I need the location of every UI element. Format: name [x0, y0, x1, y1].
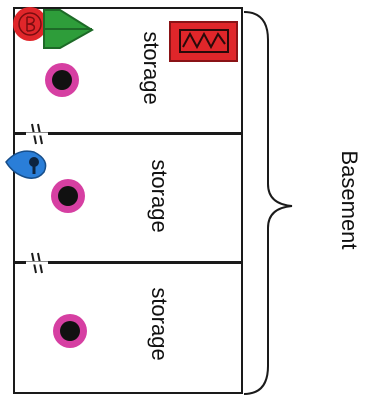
room-2-outline	[13, 133, 243, 263]
room-1-label: storage	[139, 31, 164, 104]
electrical-panel-icon	[169, 21, 238, 62]
horn-strobe-icon	[43, 9, 94, 49]
group-brace	[243, 11, 293, 395]
room-3: storage	[13, 262, 243, 394]
group-label: Basement	[337, 150, 362, 249]
door-break-2	[26, 252, 48, 274]
room-2: storage	[13, 133, 243, 263]
fire-alarm-bell-icon	[13, 7, 47, 41]
door-break-1	[26, 123, 48, 145]
room-2-label: storage	[147, 159, 172, 232]
room-3-outline	[13, 262, 243, 394]
room-3-label: storage	[147, 287, 172, 360]
smoke-detector-icon	[45, 63, 79, 97]
smoke-detector-icon	[53, 314, 87, 348]
smoke-detector-icon	[51, 179, 85, 213]
sprinkler-head-icon	[5, 150, 47, 179]
